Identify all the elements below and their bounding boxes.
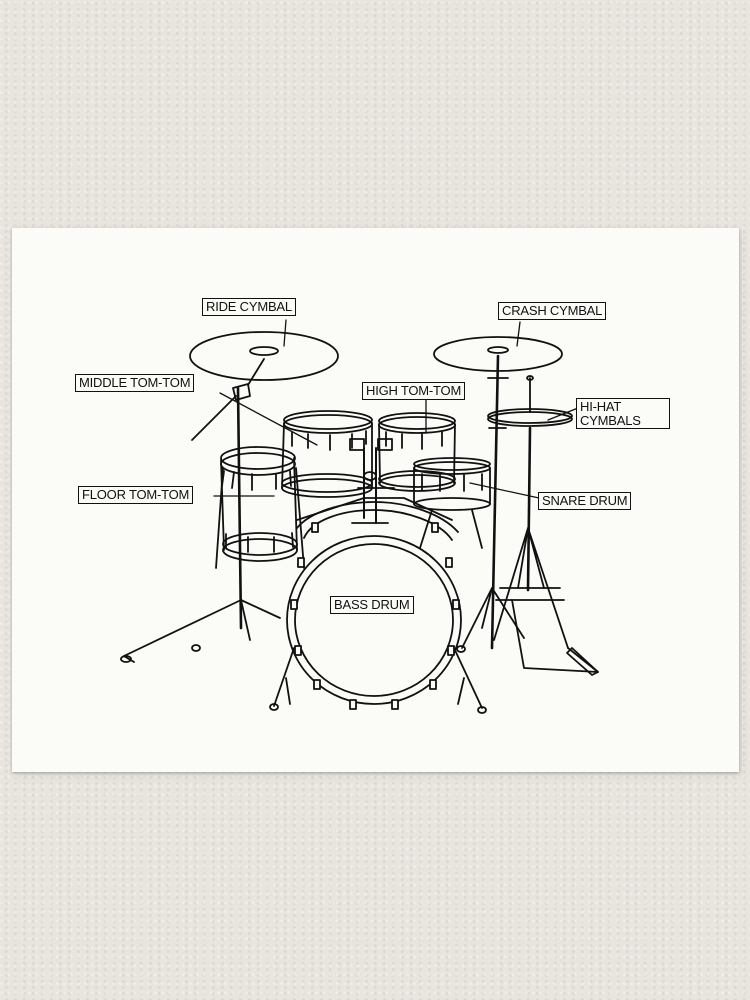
ride-cymbal-stand: [120, 383, 281, 663]
middle-tom: [281, 410, 373, 498]
drum-kit-diagram: [120, 319, 599, 714]
art-print: RIDE CYMBAL CRASH CYMBAL MIDDLE TOM-TOM …: [12, 228, 739, 772]
hi-hat-cymbals: [487, 375, 573, 427]
snare-drum: [413, 457, 491, 549]
label-crash-cymbal: CRASH CYMBAL: [498, 302, 607, 320]
floor-tom: [215, 446, 305, 569]
label-snare-drum: SNARE DRUM: [538, 492, 632, 510]
hi-hat-stand: [493, 426, 599, 676]
label-bass-drum: BASS DRUM: [330, 596, 414, 614]
tom-mount: [349, 438, 395, 524]
ride-cymbal: [189, 331, 339, 386]
label-hi-hat-cymbals: HI-HAT CYMBALS: [576, 398, 670, 430]
label-ride-cymbal: RIDE CYMBAL: [202, 298, 296, 316]
leader-snare-drum: [469, 482, 540, 499]
leader-crash-cymbal: [516, 321, 521, 347]
leader-hi-hat: [547, 407, 579, 421]
crash-cymbal-stand: [456, 354, 525, 653]
bass-drum: [269, 497, 487, 714]
leader-ride-cymbal: [283, 319, 287, 347]
leader-middle-tom: [219, 392, 318, 446]
high-tom: [378, 412, 456, 492]
label-floor-tom-tom: FLOOR TOM-TOM: [78, 486, 194, 504]
label-middle-tom-tom: MIDDLE TOM-TOM: [75, 374, 195, 392]
label-high-tom-tom: HIGH TOM-TOM: [362, 382, 466, 400]
leader-lines: [213, 319, 579, 499]
